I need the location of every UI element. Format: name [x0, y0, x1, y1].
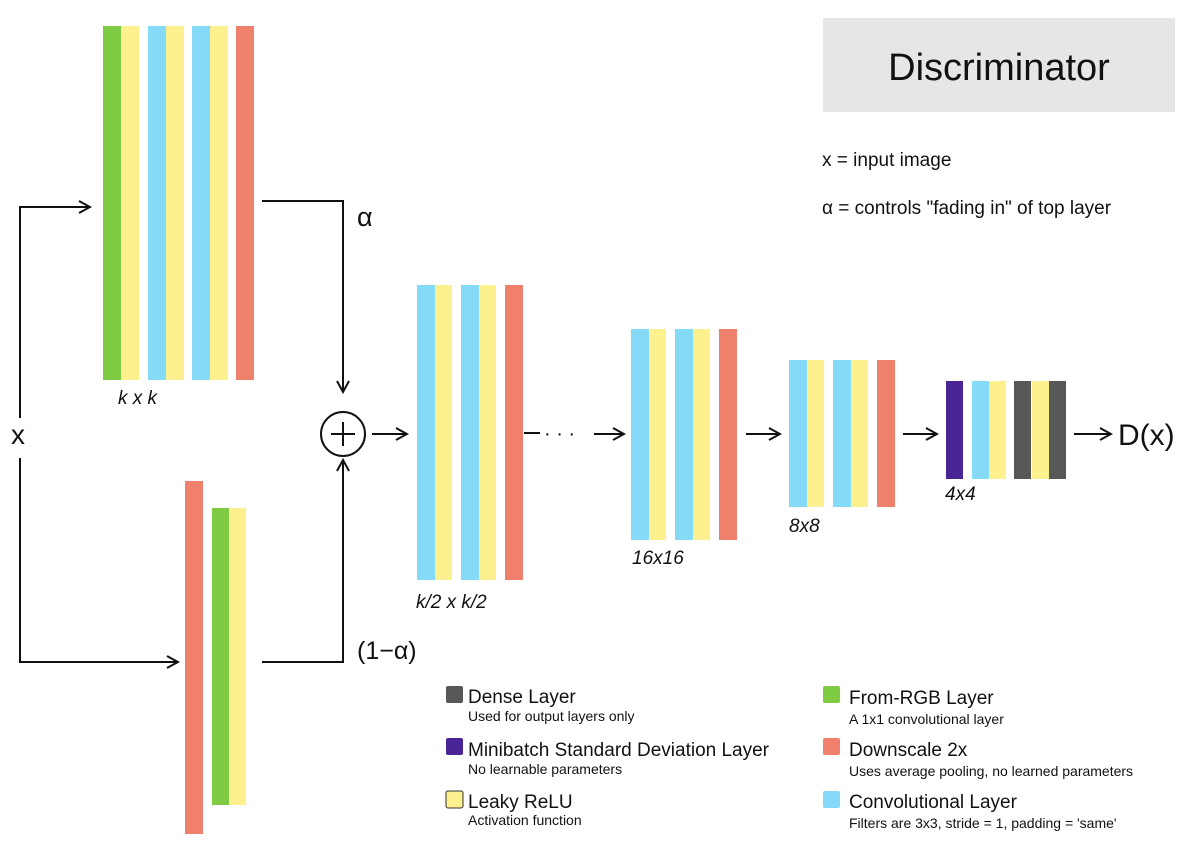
layer-downscale: [185, 481, 203, 834]
layer-conv: [972, 381, 989, 479]
legend-item-from-rgb: From-RGB Layer A 1x1 convolutional layer: [823, 686, 1004, 727]
input-to-top-arrow: [19, 207, 90, 418]
legend-description: Activation function: [468, 812, 582, 828]
block-k2: [417, 285, 523, 580]
layer-leaky-relu: [851, 360, 868, 507]
legend-title: Dense Layer: [468, 687, 576, 708]
legend-description: Filters are 3x3, stride = 1, padding = '…: [849, 815, 1117, 831]
layer-conv: [192, 26, 210, 380]
block-4x4: [946, 381, 1066, 479]
resolution-kxk: k x k: [118, 388, 159, 409]
layer-downscale: [236, 26, 254, 380]
block-8x8: [789, 360, 895, 507]
resolution-8x8: 8x8: [789, 516, 820, 537]
layer-leaky-relu: [479, 285, 496, 580]
definition-alpha: α = controls "fading in" of top layer: [822, 198, 1112, 219]
sum-node: [320, 411, 366, 457]
resolution-16x16: 16x16: [632, 548, 684, 569]
legend-swatch: [445, 790, 464, 809]
layer-conv: [833, 360, 851, 507]
legend-swatch: [823, 791, 840, 808]
layer-from-rgb: [212, 508, 229, 805]
definition-x: x = input image: [822, 150, 951, 171]
layer-downscale: [719, 329, 737, 540]
layer-downscale: [505, 285, 523, 580]
layer-leaky-relu: [989, 381, 1006, 479]
alpha-label: α: [357, 202, 373, 232]
layer-leaky-relu: [210, 26, 228, 380]
legend-title: From-RGB Layer: [849, 688, 994, 709]
layer-leaky-relu: [166, 26, 184, 380]
layer-conv: [417, 285, 435, 580]
layer-leaky-relu: [121, 26, 139, 380]
layer-minibatch: [946, 381, 963, 479]
layer-leaky-relu: [435, 285, 452, 580]
layer-leaky-relu: [1032, 381, 1049, 479]
resolution-4x4: 4x4: [945, 484, 976, 505]
dots-label: · · ·: [544, 423, 575, 445]
legend-description: No learnable parameters: [468, 761, 622, 777]
page-title: Discriminator: [888, 47, 1110, 89]
input-label: x: [11, 419, 25, 450]
legend-swatch: [823, 738, 840, 755]
layer-leaky-relu: [807, 360, 824, 507]
legend-title: Convolutional Layer: [849, 792, 1018, 813]
layer-conv: [631, 329, 649, 540]
layer-conv: [675, 329, 693, 540]
layer-dense: [1014, 381, 1031, 479]
layer-leaky-relu: [229, 508, 246, 805]
legend-title: Leaky ReLU: [468, 792, 573, 813]
layer-conv: [148, 26, 166, 380]
legend-swatch: [446, 686, 463, 703]
layer-dense: [1049, 381, 1066, 479]
legend-title: Minibatch Standard Deviation Layer: [468, 740, 770, 761]
one-minus-alpha-label: (1−α): [357, 637, 417, 665]
block-top-kxk: [103, 26, 254, 380]
layer-downscale: [877, 360, 895, 507]
block-bottom-branch: [185, 481, 246, 834]
layer-from-rgb: [103, 26, 121, 380]
layer-leaky-relu: [693, 329, 710, 540]
title-box: [823, 18, 1175, 112]
layer-conv: [789, 360, 807, 507]
connectors: [19, 200, 1111, 663]
legend-item-downscale: Downscale 2x Uses average pooling, no lea…: [823, 738, 1133, 779]
block-16x16: [631, 329, 737, 540]
top-to-sum-arrow: [262, 200, 343, 392]
resolution-k2: k/2 x k/2: [416, 592, 487, 613]
layer-conv: [461, 285, 479, 580]
legend-description: Uses average pooling, no learned paramet…: [849, 763, 1133, 779]
input-to-bottom-arrow: [19, 458, 178, 662]
legend-swatch: [823, 686, 840, 703]
legend-description: Used for output layers only: [468, 708, 635, 724]
bottom-to-sum-arrow: [262, 460, 343, 663]
legend-swatch: [446, 738, 463, 755]
legend-description: A 1x1 convolutional layer: [849, 711, 1004, 727]
output-label: D(x): [1118, 419, 1175, 452]
layer-leaky-relu: [649, 329, 666, 540]
legend-title: Downscale 2x: [849, 740, 968, 761]
